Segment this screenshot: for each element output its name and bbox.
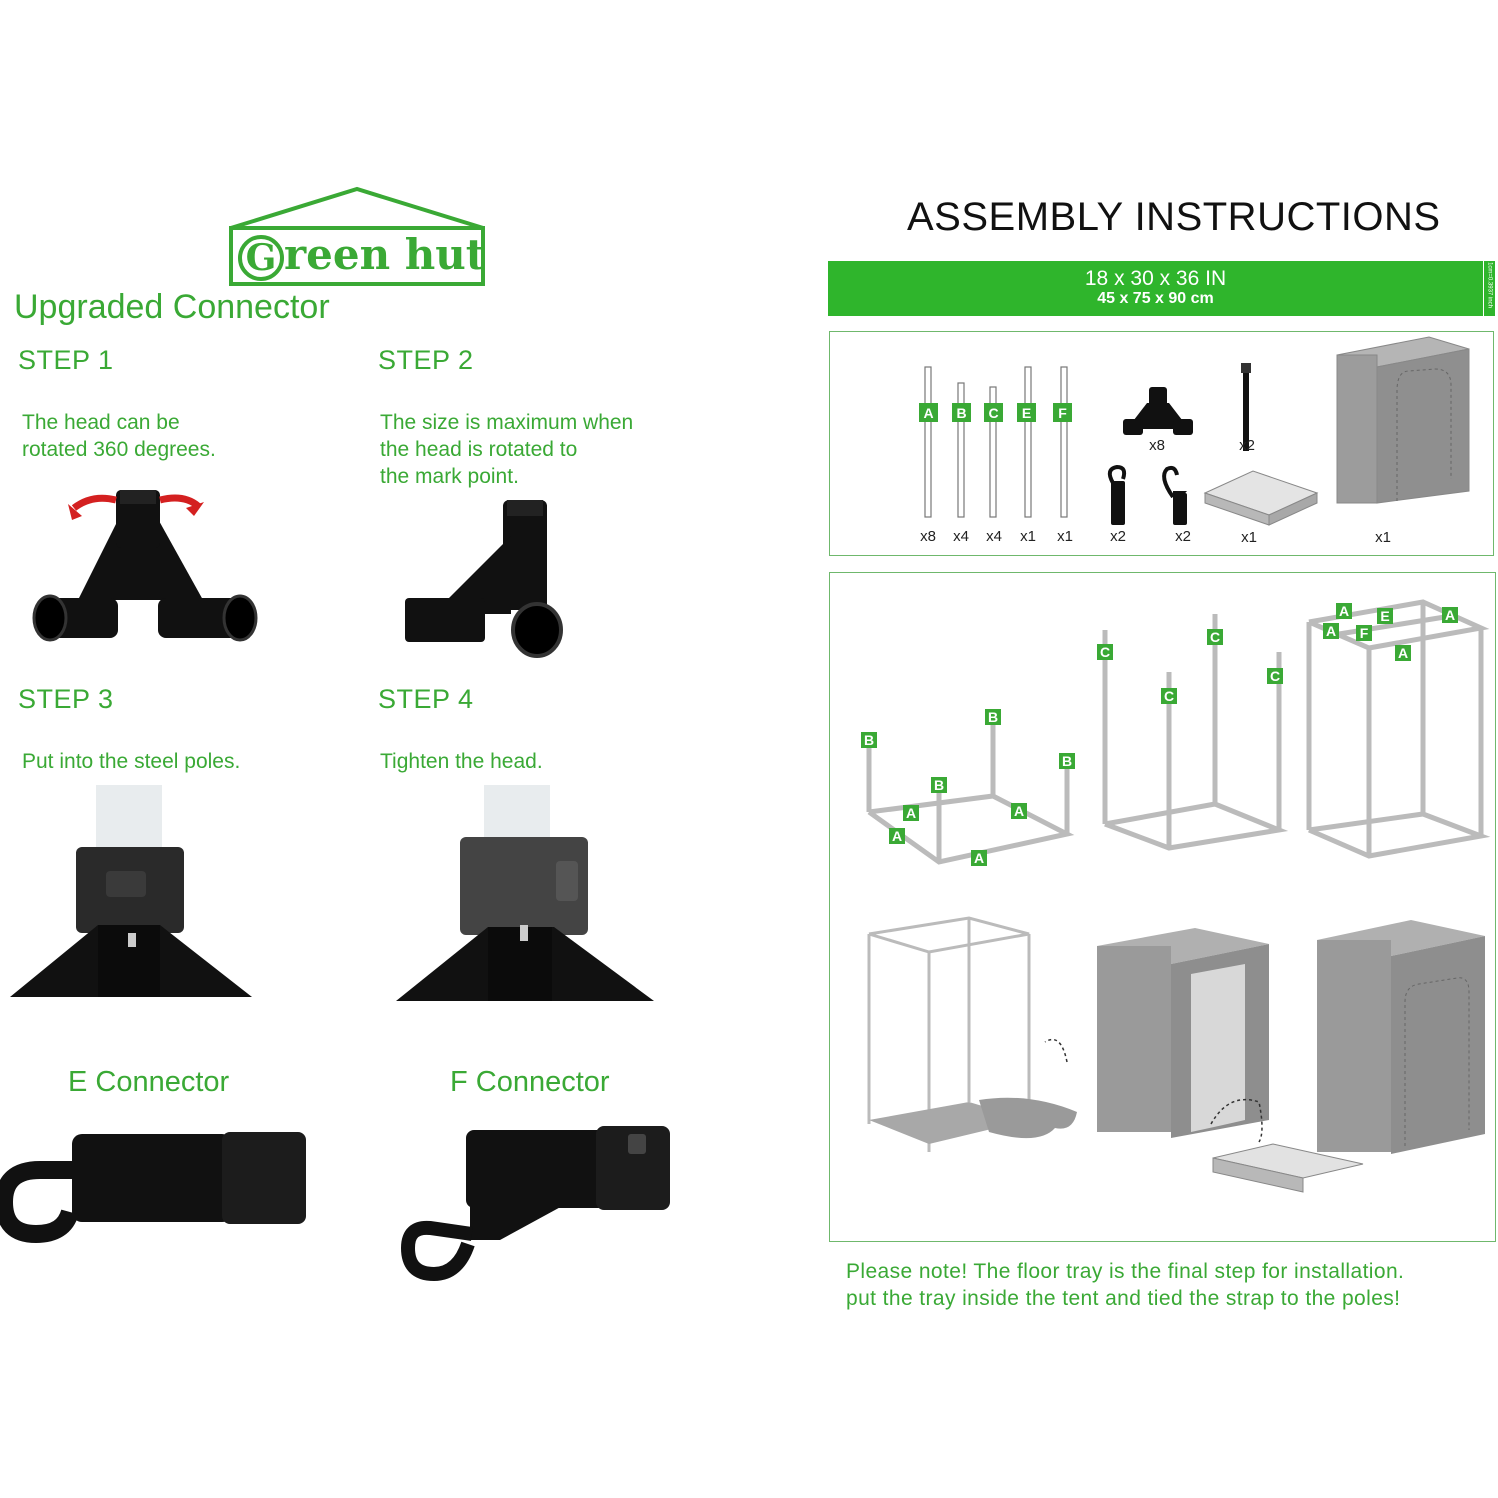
svg-text:C: C: [1100, 644, 1110, 660]
page-title: Upgraded Connector: [14, 288, 330, 326]
svg-text:F: F: [1360, 625, 1369, 641]
svg-text:A: A: [1014, 803, 1024, 819]
rotate-left-arrow-icon: [71, 494, 117, 511]
hook-f-icon: [1162, 465, 1187, 525]
step-3-title: STEP 3: [18, 684, 114, 714]
svg-text:A: A: [1326, 623, 1336, 639]
corner-connector-icon: [1123, 387, 1193, 435]
hook-e-qty: x2: [1110, 528, 1126, 545]
step-1-title: STEP 1: [18, 345, 114, 375]
svg-text:A: A: [1339, 603, 1349, 619]
lift-arrow-icon: [1044, 1038, 1068, 1063]
svg-text:C: C: [1210, 629, 1220, 645]
svg-text:B: B: [988, 709, 998, 725]
hook-f-qty: x2: [1175, 528, 1191, 545]
step-1-text: The head can be rotated 360 degrees.: [22, 411, 216, 461]
logo-name: reen hut: [284, 230, 486, 279]
f-connector-illustration: [400, 1126, 670, 1282]
pole-c-qty: x4: [986, 528, 1002, 545]
pole-e-qty: x1: [1020, 528, 1036, 545]
tent-qty: x1: [1375, 529, 1391, 546]
rotate-right-arrow-icon: [159, 494, 201, 509]
tighten-head-illustration: [396, 785, 654, 1001]
hook-e-icon: [1107, 464, 1127, 525]
floor-tray-icon: [1203, 470, 1319, 526]
svg-text:E: E: [1380, 608, 1389, 624]
svg-text:B: B: [864, 732, 874, 748]
svg-text:B: B: [934, 777, 944, 793]
tent-cover-step: [1097, 928, 1364, 1193]
pole-b-label: B: [956, 405, 966, 421]
f-connector-title: F Connector: [450, 1066, 610, 1098]
step-4-text: Tighten the head.: [380, 750, 543, 773]
svg-text:C: C: [1164, 688, 1174, 704]
step-3-text: Put into the steel poles.: [22, 750, 241, 773]
connector-rotate-illustration: [32, 490, 258, 642]
tray-qty: x1: [1241, 529, 1257, 546]
svg-text:A: A: [906, 805, 916, 821]
assembly-steps-panel: [829, 572, 1496, 1242]
unit-conversion-tag: 1cm=0.3937 inch: [1484, 261, 1495, 316]
installation-note: Please note! The floor tray is the final…: [846, 1260, 1405, 1310]
logo-house-icon: [229, 186, 485, 286]
tray-insert-arrow-icon: [1210, 1098, 1263, 1143]
pole-b-qty: x4: [953, 528, 969, 545]
step-2-text: The size is maximum when the head is rot…: [380, 411, 634, 488]
connector-mark-point-illustration: [405, 500, 563, 658]
svg-text:A: A: [974, 850, 984, 866]
top-frame-step: [1306, 599, 1491, 859]
e-connector-illustration: [0, 1132, 306, 1244]
step-2-title: STEP 2: [378, 345, 474, 375]
base-frame-step: [866, 712, 1075, 865]
pole-insert-illustration: [10, 785, 252, 997]
strap-icon: [1241, 363, 1251, 451]
logo-letter: G: [238, 235, 284, 281]
pole-e-label: E: [1022, 405, 1031, 421]
e-connector-title: E Connector: [68, 1066, 230, 1098]
cover-frame-step: [867, 916, 1077, 1152]
pole-extension-step: [1102, 614, 1289, 851]
pole-f-qty: x1: [1057, 528, 1073, 545]
svg-text:B: B: [1062, 753, 1072, 769]
parts-list-panel: [829, 331, 1494, 556]
size-cm: 45 x 75 x 90 cm: [1097, 290, 1214, 307]
finished-tent-step: [1317, 920, 1485, 1154]
assembly-title: ASSEMBLY INSTRUCTIONS: [907, 195, 1441, 239]
pole-c-label: C: [988, 405, 998, 421]
svg-text:C: C: [1270, 668, 1280, 684]
pole-a-qty: x8: [920, 528, 936, 545]
size-banner: 18 x 30 x 36 IN 45 x 75 x 90 cm: [828, 261, 1483, 316]
size-inches: 18 x 30 x 36 IN: [1084, 267, 1227, 290]
connector-qty: x8: [1149, 437, 1165, 454]
tent-icon: [1336, 336, 1470, 504]
strap-qty: x2: [1239, 437, 1255, 454]
svg-text:A: A: [892, 828, 902, 844]
svg-text:A: A: [1445, 607, 1455, 623]
pole-a-label: A: [923, 405, 933, 421]
svg-text:A: A: [1398, 645, 1408, 661]
parts-list-illustration: A B C E F x8 x4 x4 x1 x1 x8 x2 x2 x2 x1: [919, 336, 1470, 546]
step-4-title: STEP 4: [378, 684, 474, 714]
pole-f-label: F: [1058, 405, 1067, 421]
